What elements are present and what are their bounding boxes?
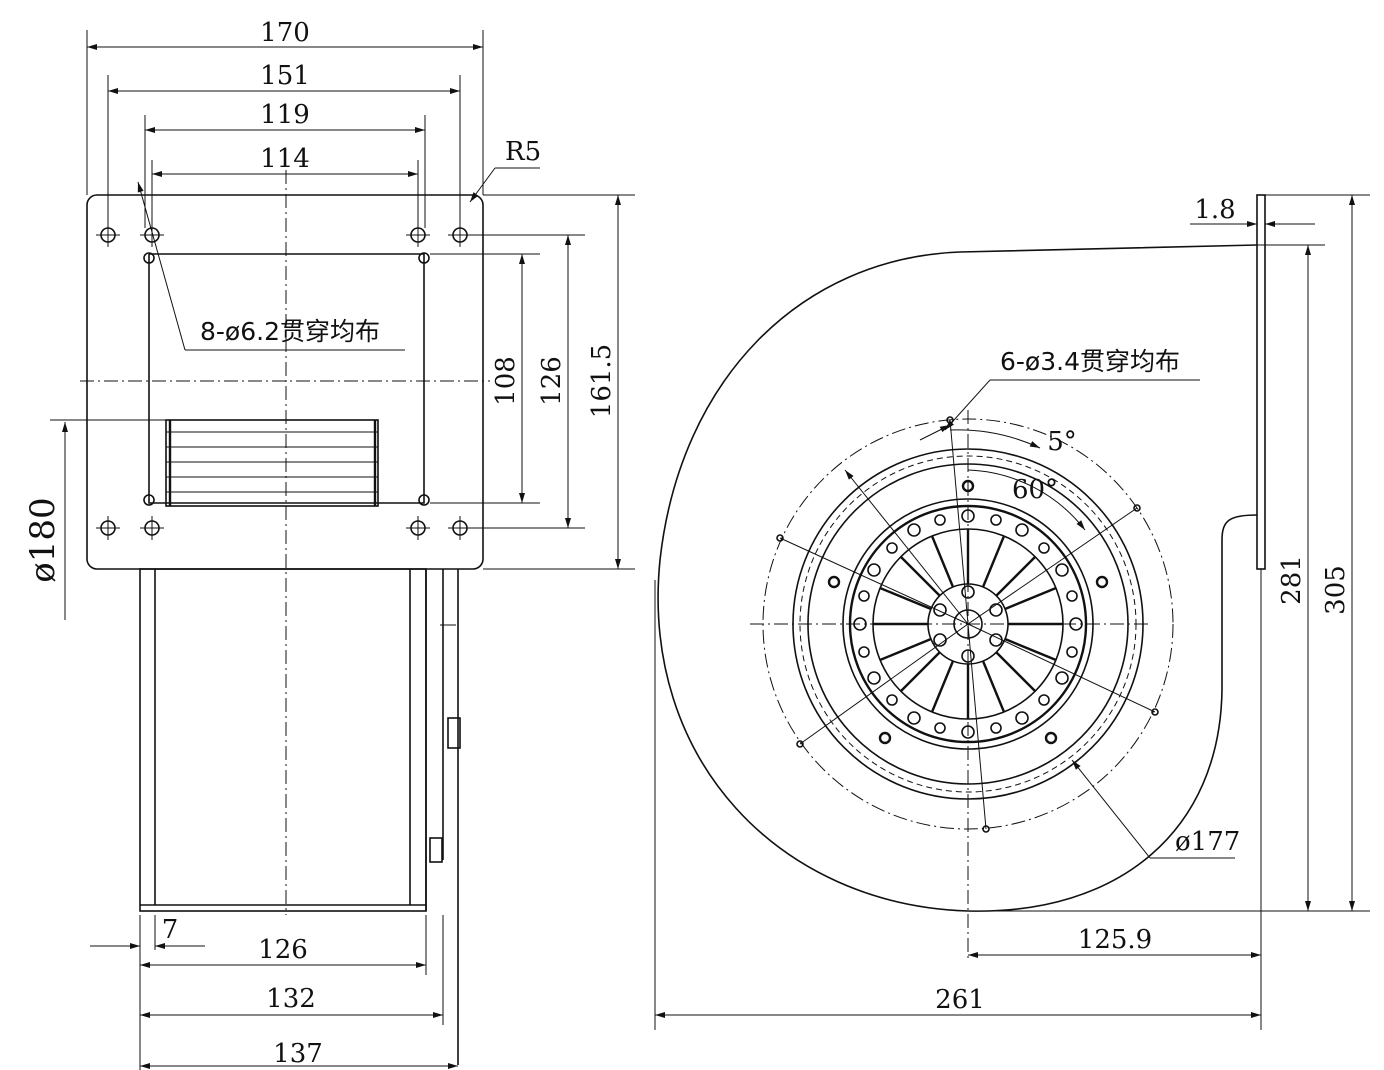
dim-r5: R5 [505, 137, 541, 167]
front-vertical-dimensions: 108 126 161.5 [430, 194, 635, 570]
front-impeller-blades [165, 419, 379, 507]
front-horizontal-dimensions: 170 151 119 114 [86, 18, 484, 228]
front-diameter-dimension: ø180 [23, 419, 166, 620]
front-hole-note: 8-ø6.2贯穿均布 [200, 317, 380, 346]
bottom-view: 7 126 132 137 [90, 568, 461, 1070]
motor-body [139, 568, 427, 912]
angle-dimensions: 5° 60° [919, 424, 1086, 531]
front-mounting-holes [96, 223, 472, 540]
flange-thickness-dimension: 1.8 [1190, 194, 1370, 227]
dim-108: 108 [491, 356, 521, 406]
diameter-callout: ø177 [1071, 759, 1240, 859]
dim-126-vertical: 126 [537, 356, 567, 406]
dim-132: 132 [266, 984, 316, 1014]
dim-305: 305 [1321, 565, 1351, 615]
front-view: 170 151 119 114 R5 8-ø6.2贯穿均布 [23, 18, 635, 915]
radius-callout: R5 [469, 137, 541, 203]
bolt-circle [762, 418, 1174, 830]
volute-housing [657, 244, 1258, 912]
side-hole-callout: 6-ø3.4贯穿均布 [944, 347, 1200, 431]
dim-119: 119 [260, 100, 310, 130]
dim-151: 151 [260, 61, 310, 91]
dim-161-5: 161.5 [587, 344, 617, 418]
dim-261: 261 [935, 985, 985, 1015]
dim-d177: ø177 [1175, 827, 1240, 857]
dim-1-8: 1.8 [1194, 195, 1235, 225]
side-mounting-holes [827, 479, 1109, 745]
side-vertical-dimensions: 281 305 [968, 195, 1370, 912]
dim-60-deg: 60° [1012, 475, 1058, 505]
side-view: 5° 60° 6-ø3.4贯穿均布 ø177 1.8 [654, 194, 1370, 1030]
side-horizontal-dimensions: 125.9 261 [654, 569, 1262, 1030]
hub-spokes [873, 529, 1063, 719]
rotor-holes [853, 509, 1083, 739]
outlet-flange [1256, 194, 1266, 570]
dim-d180: ø180 [23, 497, 63, 582]
dim-7: 7 [162, 915, 179, 945]
dim-137: 137 [273, 1039, 323, 1069]
dim-281: 281 [1277, 555, 1307, 605]
dim-114: 114 [260, 144, 310, 174]
front-hole-callout: 8-ø6.2贯穿均布 [137, 181, 405, 351]
dim-126-bottom: 126 [258, 935, 308, 965]
dim-125-9: 125.9 [1078, 925, 1152, 955]
dim-5-deg: 5° [1047, 427, 1077, 457]
dim-170: 170 [260, 18, 310, 48]
side-hole-note: 6-ø3.4贯穿均布 [1000, 347, 1180, 376]
